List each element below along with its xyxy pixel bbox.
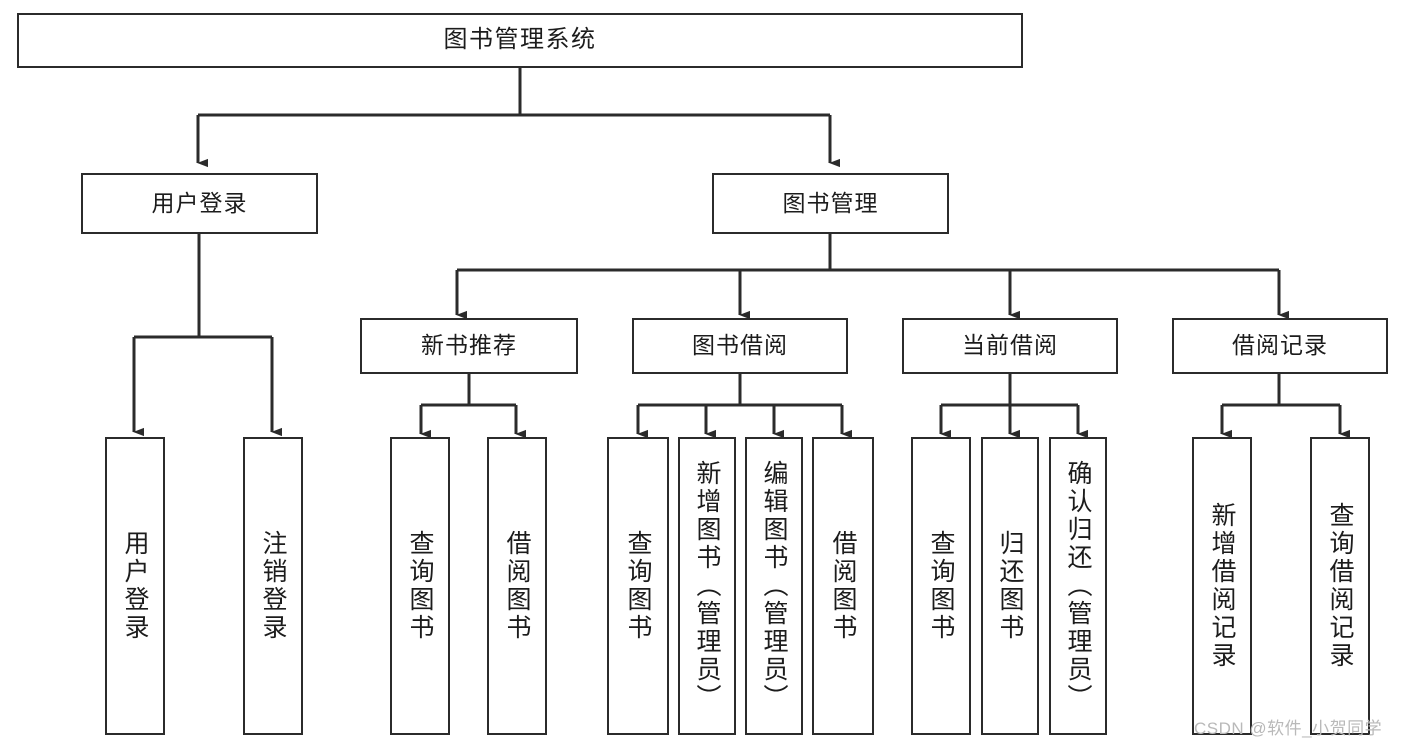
node-label: 新增借阅记录 [1208, 502, 1236, 670]
leaf-book-borrow-borrow-book[interactable]: 借阅图书 [812, 437, 874, 735]
node-book-borrow[interactable]: 图书借阅 [632, 318, 848, 374]
node-user-login[interactable]: 用户登录 [81, 173, 318, 234]
csdn-watermark: CSDN @软件_小贺同学 [1194, 719, 1383, 738]
node-new-book-recommend[interactable]: 新书推荐 [360, 318, 578, 374]
node-label: 查询图书 [406, 530, 434, 642]
node-label: 图书管理系统 [443, 26, 597, 54]
leaf-current-borrow-return-book[interactable]: 归还图书 [981, 437, 1039, 735]
node-borrow-record[interactable]: 借阅记录 [1172, 318, 1388, 374]
leaf-book-borrow-query-book[interactable]: 查询图书 [607, 437, 669, 735]
node-label: 图书借阅 [692, 332, 788, 359]
leaf-new-book-query-book[interactable]: 查询图书 [390, 437, 450, 735]
leaf-borrow-record-add-record[interactable]: 新增借阅记录 [1192, 437, 1252, 735]
node-label: 确认归还（管理员） [1064, 460, 1092, 712]
node-label: 查询图书 [624, 530, 652, 642]
leaf-borrow-record-query-record[interactable]: 查询借阅记录 [1310, 437, 1370, 735]
leaf-user-login[interactable]: 用户登录 [105, 437, 165, 735]
node-label: 注销登录 [259, 530, 287, 642]
node-current-borrow[interactable]: 当前借阅 [902, 318, 1118, 374]
leaf-new-book-borrow-book[interactable]: 借阅图书 [487, 437, 547, 735]
leaf-user-logout[interactable]: 注销登录 [243, 437, 303, 735]
node-root-library-management-system[interactable]: 图书管理系统 [17, 13, 1023, 68]
leaf-current-borrow-query-book[interactable]: 查询图书 [911, 437, 971, 735]
node-label: 查询图书 [927, 530, 955, 642]
leaf-current-borrow-confirm-return-admin[interactable]: 确认归还（管理员） [1049, 437, 1107, 735]
node-label: 借阅记录 [1232, 332, 1328, 359]
leaf-book-borrow-edit-book-admin[interactable]: 编辑图书（管理员） [745, 437, 803, 735]
leaf-book-borrow-add-book-admin[interactable]: 新增图书（管理员） [678, 437, 736, 735]
node-book-management[interactable]: 图书管理 [712, 173, 949, 234]
node-label: 借阅图书 [503, 530, 531, 642]
node-label: 新增图书（管理员） [693, 460, 721, 712]
node-label: 用户登录 [151, 189, 248, 216]
node-label: 图书管理 [782, 189, 879, 216]
node-label: 借阅图书 [829, 530, 857, 642]
node-label: 新书推荐 [421, 332, 517, 359]
node-label: 当前借阅 [962, 332, 1058, 359]
node-label: 归还图书 [996, 530, 1024, 642]
node-label: 查询借阅记录 [1326, 502, 1354, 670]
node-label: 用户登录 [121, 530, 149, 642]
node-label: 编辑图书（管理员） [760, 460, 788, 712]
